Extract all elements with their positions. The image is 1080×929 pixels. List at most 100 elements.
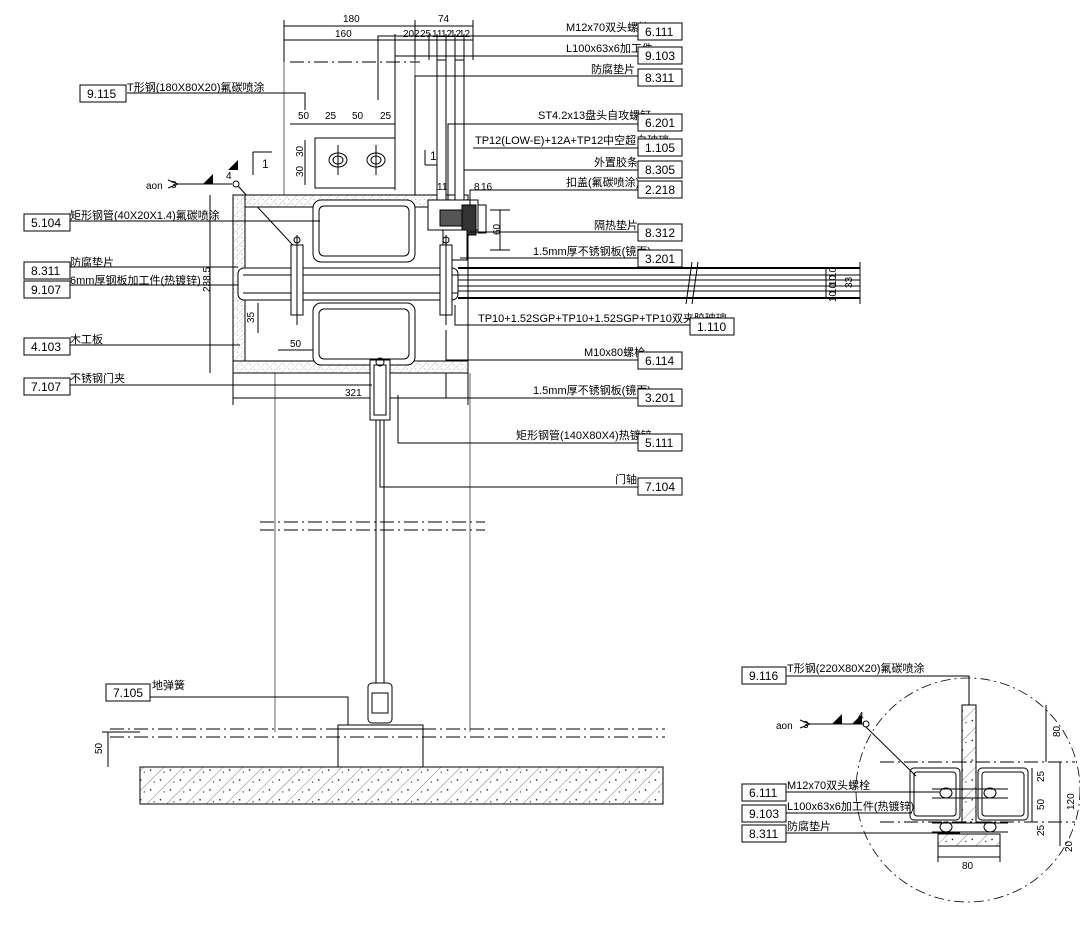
tag-code-7-104: 7.104 — [645, 480, 675, 494]
dim-10b: 10 — [828, 274, 839, 286]
detail-tag-text-9-116: T形钢(220X80X20)氟碳喷涂 — [787, 661, 925, 675]
dim-25b: 25 — [380, 111, 392, 122]
right-tag-1: L100x63x6加工件 9.103 — [566, 42, 683, 65]
dim-238-5: 238.5 — [202, 267, 213, 292]
tag-text-5-111: 矩形钢管(140X80X4)热镀锌 — [516, 428, 652, 442]
right-tag-12: 矩形钢管(140X80X4)热镀锌 5.111 — [516, 428, 683, 452]
detail-section: 80 25 50 25 120 20 80 aon 3 4 — [741, 661, 1080, 903]
dim-50-floor: 50 — [94, 742, 105, 754]
tag-code-9-115: 9.115 — [87, 87, 116, 101]
dim-10d: 10 — [828, 290, 839, 302]
dim-60: 60 — [492, 223, 503, 235]
detail-dim-50: 50 — [1036, 798, 1047, 810]
detail-tag-0: 9.116 T形钢(220X80X20)氟碳喷涂 — [741, 661, 970, 705]
tag-code-5-111: 5.111 — [645, 436, 674, 450]
main-section: 180 160 20 2 25 11 12 12 12 74 50 25 50 … — [23, 14, 861, 805]
section-number-2: 1 — [430, 149, 437, 163]
dim-180: 180 — [343, 14, 360, 25]
bolts-m10x80 — [290, 235, 453, 325]
tag-text-1-105: TP12(LOW-E)+12A+TP12中空超白玻璃 — [475, 133, 669, 147]
tag-code-9-103: 9.103 — [645, 49, 675, 63]
tag-text-8-311-left: 防腐垫片 — [70, 255, 114, 269]
dim-25a: 25 — [325, 111, 337, 122]
tag-code-1-110: 1.110 — [697, 320, 726, 334]
dim-10a: 10 — [828, 266, 839, 278]
tag-code-6-114: 6.114 — [645, 354, 674, 368]
detail-circle — [855, 677, 1080, 903]
tag-code-7-107: 7.107 — [31, 380, 61, 394]
tag-text-3-201b: 1.5mm厚不锈钢板(镜面) — [533, 383, 651, 397]
dim-33: 33 — [844, 276, 855, 288]
angle-right — [977, 767, 1029, 821]
laminated-glass — [458, 261, 861, 305]
detail-tag-text-6-111: M12x70双头螺栓 — [787, 778, 870, 792]
tag-text-6-201: ST4.2x13盘头自攻螺钉 — [538, 108, 651, 122]
tag-code-1-105: 1.105 — [645, 141, 675, 155]
left-tag-0: 9.115 T形钢(180X80X20)氟碳喷涂 — [79, 80, 265, 103]
detail-tag-text-9-103: L100x63x6加工件(热镀锌) — [787, 799, 914, 813]
left-tag-1: 5.104 矩形钢管(40X20X1.4)氟碳喷涂 — [23, 208, 220, 232]
tag-text-7-107: 不锈钢门夹 — [70, 371, 125, 385]
tag-code-6-111: 6.111 — [645, 25, 674, 39]
detail-dim-25b: 25 — [1036, 824, 1047, 836]
detail-tag-1: 6.111 M12x70双头螺栓 — [741, 778, 940, 802]
tag-text-5-104: 矩形钢管(40X20X1.4)氟碳喷涂 — [70, 208, 220, 222]
steel-tube-lower — [312, 302, 416, 366]
dim-11: 11 — [432, 29, 443, 40]
left-tag-3: 9.107 6mm厚钢板加工件(热镀锌) — [23, 273, 201, 299]
detail-dim-20: 20 — [1064, 840, 1075, 852]
right-tag-5: 外置胶条 8.305 — [594, 155, 683, 179]
detail-dim-120: 120 — [1066, 793, 1077, 810]
dim-35: 35 — [246, 311, 257, 323]
tag-code-8-311: 8.311 — [645, 71, 674, 85]
insulating-glass — [427, 59, 487, 261]
dim-160: 160 — [335, 29, 352, 40]
right-leaders — [377, 35, 690, 488]
dim-74: 74 — [438, 14, 450, 25]
tag-code-2-218: 2.218 — [645, 183, 675, 197]
dim-16: 16 — [481, 182, 493, 193]
detail-weld-ref: aon — [776, 721, 793, 732]
detail-dim-80-top: 80 — [1052, 725, 1063, 737]
left-tag-2: 8.311 防腐垫片 — [23, 255, 114, 280]
dim-50b: 50 — [352, 111, 364, 122]
dim-11-side: 11 — [437, 182, 448, 193]
tag-text-1-110: TP10+1.52SGP+TP10+1.52SGP+TP10双夹胶玻璃 — [478, 311, 727, 325]
weld-ref: aon — [146, 181, 163, 192]
right-tag-4: TP12(LOW-E)+12A+TP12中空超白玻璃 1.105 — [475, 133, 683, 157]
detail-bolts — [932, 787, 1008, 833]
dim-12c: 12 — [459, 29, 471, 40]
detail-weld-symbol: aon 3 4 — [776, 711, 917, 777]
detail-weld-num-4: 4 — [858, 711, 864, 722]
right-tag-9: TP10+1.52SGP+TP10+1.52SGP+TP10双夹胶玻璃 1.11… — [478, 311, 735, 336]
left-dimensions: 238.5 35 50 — [202, 195, 313, 373]
tag-code-8-312: 8.312 — [645, 226, 675, 240]
tag-code-4-103: 4.103 — [31, 340, 61, 354]
right-tag-11: 1.5mm厚不锈钢板(镜面) 3.201 — [533, 383, 683, 407]
right-tag-8: 1.5mm厚不锈钢板(镜面) 3.201 — [533, 244, 683, 268]
frame-outline — [232, 194, 469, 374]
tag-text-9-103: L100x63x6加工件 — [566, 42, 653, 55]
bolt-pair-top — [328, 145, 386, 175]
tag-code-5-104: 5.104 — [31, 216, 61, 230]
left-tag-6: 7.105 地弹簧 — [105, 678, 185, 702]
tag-text-9-107: 6mm厚钢板加工件(热镀锌) — [70, 273, 201, 287]
detail-tag-code-6-111: 6.111 — [749, 786, 778, 800]
dim-30a: 30 — [295, 145, 306, 157]
tag-text-4-103: 木工板 — [70, 332, 103, 346]
detail-tag-code-9-103: 9.103 — [749, 807, 779, 821]
tag-code-6-201: 6.201 — [645, 116, 675, 130]
t-steel-web — [961, 704, 977, 824]
tag-code-7-105: 7.105 — [113, 686, 143, 700]
dim-10c: 10 — [828, 282, 839, 294]
right-tag-10: M10x80螺栓 6.114 — [584, 345, 683, 370]
dim-50-small: 50 — [290, 339, 302, 350]
dim-2: 2 — [414, 29, 420, 40]
dim-12b: 12 — [450, 29, 462, 40]
dim-12a: 12 — [441, 29, 453, 40]
door-pivot — [367, 357, 393, 724]
detail-dimensions: 80 25 50 25 120 20 80 — [937, 705, 1077, 872]
right-tag-7: 隔热垫片 8.312 — [594, 218, 683, 242]
detail-base-plate — [937, 833, 1001, 847]
